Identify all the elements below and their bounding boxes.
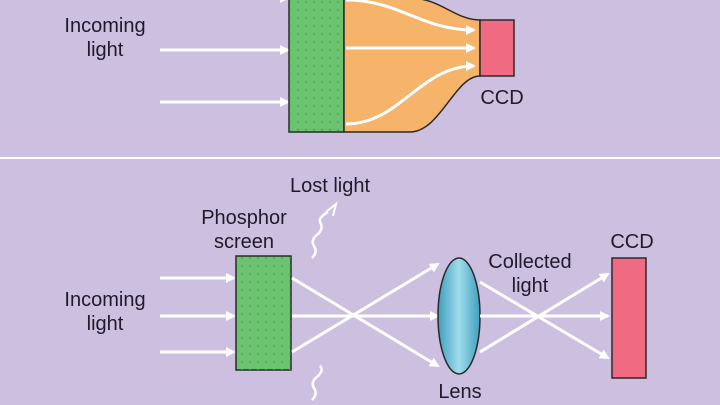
collected-light-label: Collected light	[488, 251, 572, 297]
lost-light-label: Lost light	[289, 175, 371, 197]
phosphor-screen-label: Phosphor screen	[201, 207, 287, 253]
ray-a	[291, 276, 440, 368]
bottom-ccd-label: CCD	[610, 231, 654, 253]
top-incoming-light-label: Incoming light	[64, 15, 146, 61]
lens-label: Lens	[438, 381, 482, 403]
top-panel	[160, 0, 515, 133]
taper-ray-1	[345, 0, 476, 35]
bottom-incoming-light-label: Incoming light	[64, 289, 146, 335]
lost-light-squiggle-bottom	[311, 365, 323, 401]
lost-light-squiggle-top	[311, 210, 329, 259]
top-ccd-label: CCD	[480, 87, 524, 109]
bottom-ccd	[611, 257, 647, 379]
ray-d	[479, 280, 610, 360]
bottom-panel	[160, 201, 647, 401]
ray-f	[479, 272, 610, 354]
ray-c	[291, 262, 440, 354]
top-ccd	[479, 19, 515, 77]
taper-ray-3	[345, 61, 476, 126]
